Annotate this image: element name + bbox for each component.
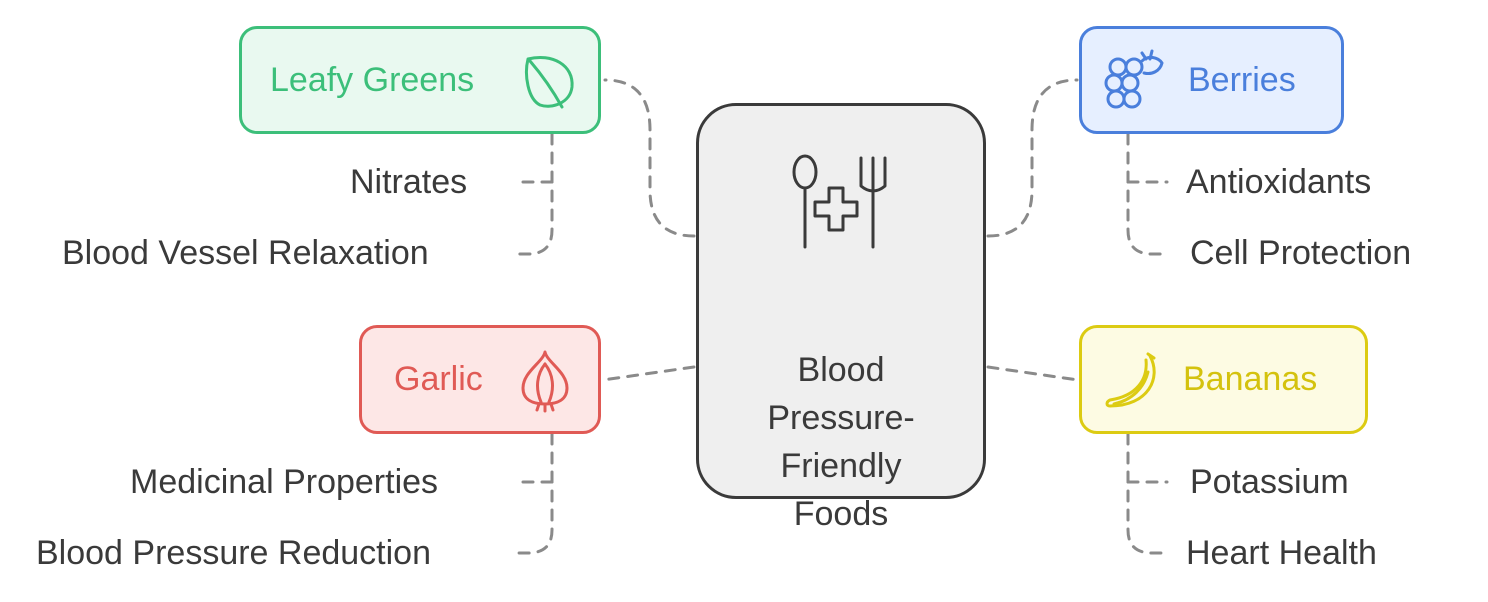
spoon-fork-medical-cross-icon <box>785 150 897 265</box>
central-title-line: Pressure- <box>767 399 915 437</box>
connector-leafy-trunk <box>513 132 554 256</box>
category-label: Garlic <box>394 360 483 398</box>
banana-icon <box>1102 348 1166 414</box>
item-nitrates: Nitrates <box>350 163 468 201</box>
connector-bananas <box>986 365 1080 382</box>
central-node: Blood Pressure- Friendly Foods <box>696 103 986 533</box>
central-title-line: Friendly <box>780 447 902 485</box>
category-bananas: Bananas <box>1079 325 1368 434</box>
item-cell-protection: Cell Protection <box>1190 234 1412 272</box>
berries-icon <box>1104 49 1168 113</box>
item-blood-pressure-reduction: Blood Pressure Reduction <box>36 534 432 572</box>
category-label: Berries <box>1188 60 1296 99</box>
category-leafy-greens: Leafy Greens <box>239 26 601 134</box>
category-garlic: Garlic <box>359 325 601 434</box>
item-antioxidants: Antioxidants <box>1186 163 1372 201</box>
connector-garlic <box>601 365 696 382</box>
central-title-line: Blood <box>797 351 885 389</box>
category-label: Leafy Greens <box>270 60 475 99</box>
garlic-icon <box>517 348 573 414</box>
connector-berries <box>986 78 1079 238</box>
central-title-line: Foods <box>793 495 889 533</box>
leaf-icon <box>522 51 578 111</box>
category-label: Bananas <box>1183 360 1318 398</box>
item-heart-health: Heart Health <box>1186 534 1377 572</box>
connector-garlic-trunk <box>513 432 554 555</box>
connector-bananas-trunk <box>1126 432 1169 555</box>
item-medicinal-properties: Medicinal Properties <box>130 463 439 501</box>
category-berries: Berries <box>1079 26 1344 134</box>
connector-leafy-greens <box>603 78 696 238</box>
connector-berries-trunk <box>1126 132 1169 256</box>
item-blood-vessel-relaxation: Blood Vessel Relaxation <box>62 234 429 272</box>
central-title: Blood Pressure- Friendly Foods <box>699 346 983 538</box>
item-potassium: Potassium <box>1190 463 1349 501</box>
